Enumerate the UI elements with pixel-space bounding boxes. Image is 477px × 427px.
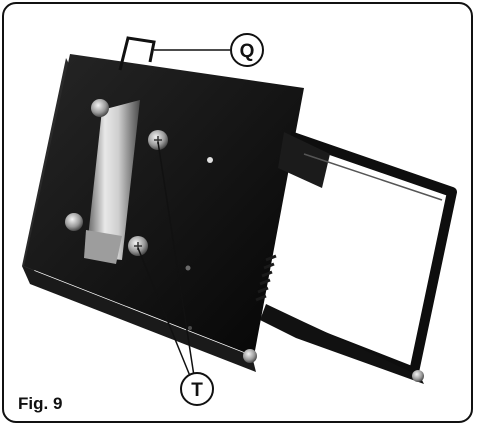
- plate-hole: [207, 157, 213, 163]
- callout-t-label: T: [191, 380, 203, 401]
- main-plate: [24, 54, 304, 356]
- callout-t-circle: [180, 372, 214, 406]
- screw-bottom-left: [65, 213, 83, 231]
- plate-hole: [188, 326, 192, 330]
- callout-t-leader: [157, 141, 195, 377]
- bolt: [243, 349, 257, 363]
- link-bar: [260, 304, 424, 384]
- callout-q-label: Q: [240, 41, 255, 62]
- lever-arm-hinge: [278, 132, 330, 188]
- callout-t-leader: [137, 247, 191, 377]
- figure-frame: Q T Fig. 9: [2, 2, 473, 423]
- lever-arm-highlight: [303, 153, 443, 201]
- coil-spring: [255, 254, 277, 302]
- screw-top-left: [91, 99, 109, 117]
- plate-bottom-flange: [22, 266, 256, 372]
- figure-caption: Fig. 9: [18, 394, 63, 413]
- roller-lower-guide: [84, 230, 122, 264]
- roller: [86, 100, 140, 260]
- plate-hole: [185, 265, 191, 271]
- hook-wire: [118, 36, 156, 71]
- mechanism-illustration: Q T: [22, 33, 457, 406]
- bolt: [412, 370, 424, 382]
- callout-q-circle: [230, 33, 264, 67]
